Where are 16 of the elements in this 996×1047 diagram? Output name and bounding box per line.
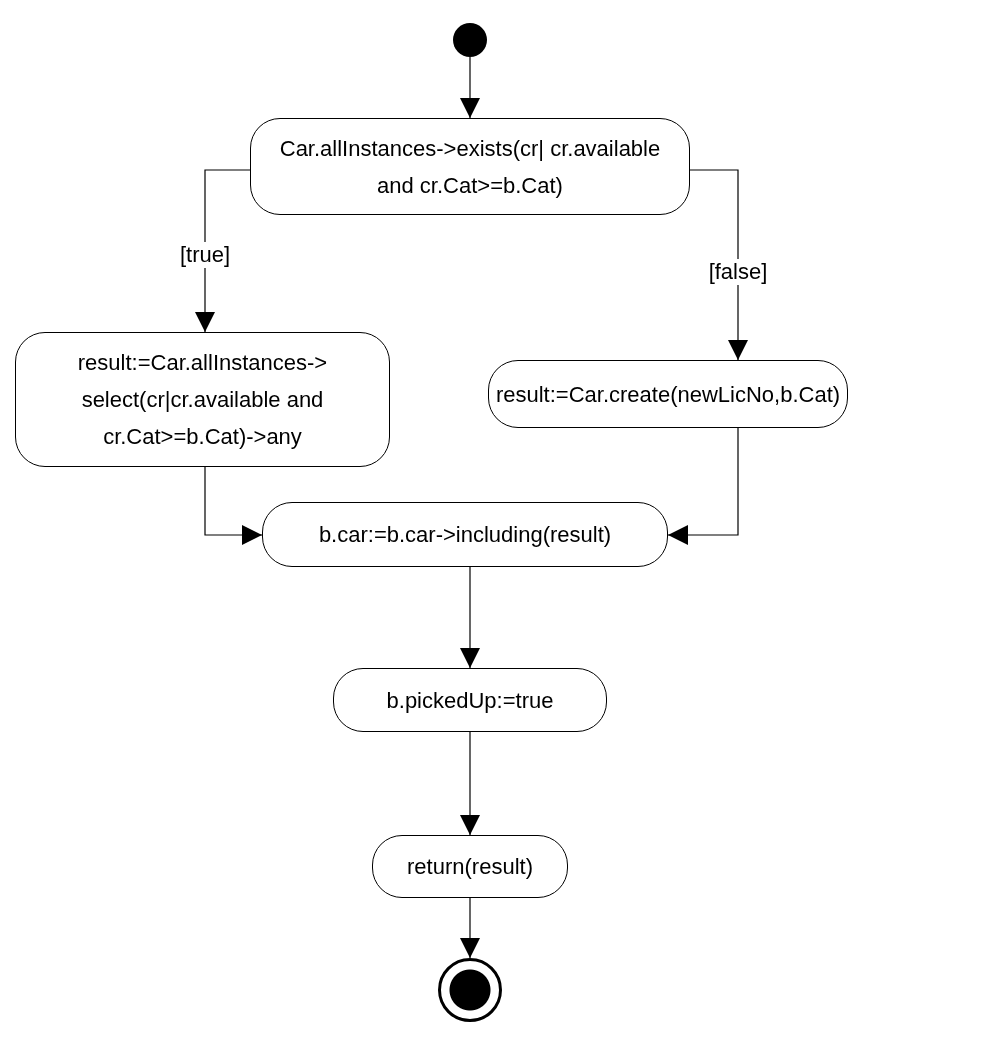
arrow [689, 169, 748, 361]
arrow [204, 466, 263, 545]
action-node: b.car:=b.car->including(result) [262, 502, 668, 567]
action-node: b.pickedUp:=true [333, 668, 607, 732]
arrow [667, 427, 739, 545]
arrow [460, 56, 480, 119]
arrow [460, 566, 480, 669]
action-node: result:=Car.allInstances-> select(cr|cr.available and cr.Cat>=b.Cat)->any [15, 332, 390, 467]
arrow [460, 897, 480, 959]
initial-node [453, 23, 487, 57]
action-node: Car.allInstances->exists(cr| cr.available and cr.Cat>=b.Cat) [250, 118, 690, 215]
arrow [460, 731, 480, 836]
final-node [438, 958, 502, 1022]
arrow [195, 169, 251, 333]
action-node: return(result) [372, 835, 568, 898]
action-node: result:=Car.create(newLicNo,b.Cat) [488, 360, 848, 428]
